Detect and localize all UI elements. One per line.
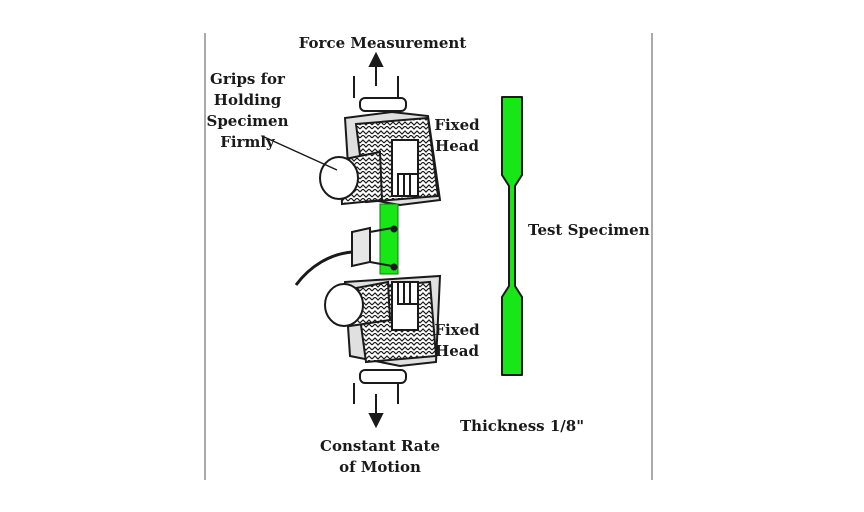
constant-rate-label-line2: of Motion: [339, 458, 421, 476]
constant-rate-label-line1: Constant Rate: [320, 437, 440, 455]
upper-grip-knob: [319, 156, 359, 200]
grips-label-line1: Grips for: [210, 70, 285, 88]
extensometer: [294, 225, 398, 286]
test-specimen-dogbone: [501, 96, 523, 376]
grips-label-line4: Firmly: [220, 133, 275, 151]
fixed-head-top-label-line1: Fixed: [434, 116, 480, 134]
lower-fixed-head: [343, 274, 442, 368]
force-arrow-up: [368, 51, 384, 86]
thickness-label: Thickness 1/8": [460, 417, 585, 435]
fixed-head-bottom-label-line1: Fixed: [434, 321, 480, 339]
fixed-head-bottom-label-line2: Head: [435, 342, 479, 360]
grips-pointer-line: [261, 135, 338, 171]
top-coupling: [353, 76, 407, 112]
fixed-head-top-label-line2: Head: [435, 137, 479, 155]
grips-label-line3: Specimen: [206, 112, 289, 130]
motion-arrow-down: [368, 394, 384, 429]
lower-grip-knob: [324, 283, 364, 327]
grips-label-line2: Holding: [213, 91, 282, 109]
force-measurement-label: Force Measurement: [298, 34, 467, 52]
gripped-specimen: [379, 203, 399, 275]
test-specimen-label: Test Specimen: [528, 221, 650, 239]
bottom-coupling: [353, 369, 407, 404]
